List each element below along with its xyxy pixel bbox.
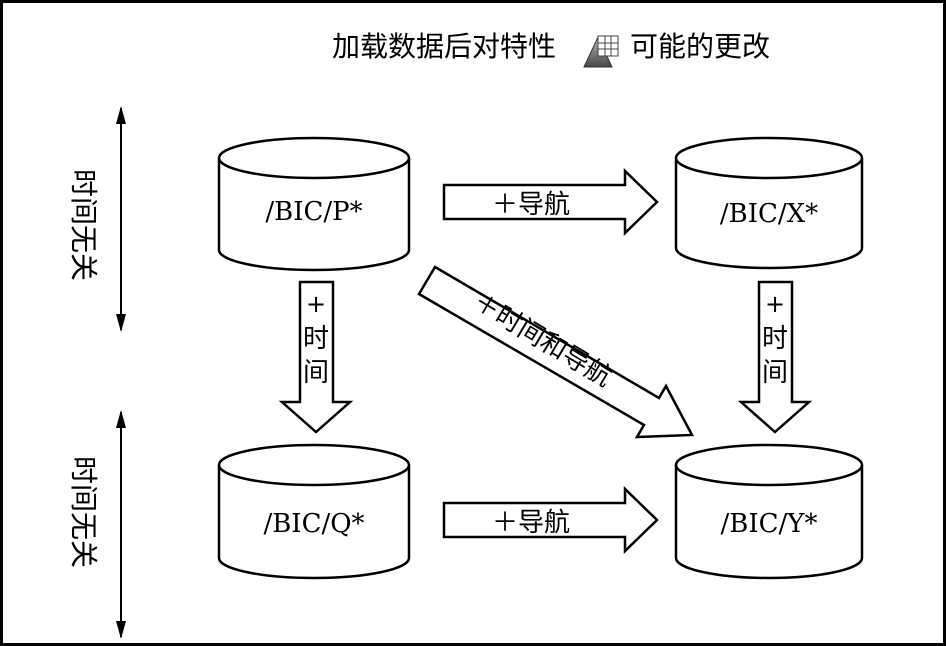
lower-time-axis-label: 时间无关 — [67, 456, 100, 568]
table-label-x: /BIC/X* — [720, 199, 818, 229]
table-label-q: /BIC/Q* — [263, 509, 364, 539]
table-cylinder-p — [217, 136, 411, 272]
characteristic-table-icon — [583, 35, 619, 68]
table-cylinder-q — [217, 443, 411, 580]
arrow-label-p-to-q-char2: 间 — [303, 358, 329, 388]
arrow-q-to-y — [442, 486, 659, 554]
arrow-label-x-to-y-plus: + — [765, 290, 785, 318]
table-label-p: /BIC/P* — [265, 197, 362, 227]
lower-time-axis — [116, 410, 126, 639]
arrow-label-x-to-y-char2: 间 — [762, 358, 788, 388]
table-label-y: /BIC/Y* — [721, 509, 818, 539]
arrow-label-p-to-q-char1: 时 — [303, 324, 329, 354]
upper-time-axis — [116, 106, 126, 332]
arrow-label-q-to-y: ＋导航 — [492, 508, 570, 538]
table-cylinder-y — [674, 443, 864, 580]
arrow-label-p-to-y: ＋时间和导航 — [468, 287, 617, 393]
title-text-after: 可能的更改 — [630, 30, 770, 63]
arrow-label-p-to-x: ＋导航 — [492, 190, 570, 220]
table-cylinder-x — [674, 136, 864, 270]
arrow-x-to-y — [737, 280, 813, 434]
arrow-p-to-q — [278, 280, 354, 434]
arrow-label-x-to-y-char1: 时 — [762, 324, 788, 354]
arrow-label-p-to-q-plus: + — [306, 290, 326, 318]
upper-time-axis-label: 时间无关 — [67, 169, 100, 281]
arrow-p-to-y — [417, 265, 695, 439]
title-text-before: 加载数据后对特性 — [332, 30, 556, 63]
arrow-p-to-x — [442, 168, 659, 236]
